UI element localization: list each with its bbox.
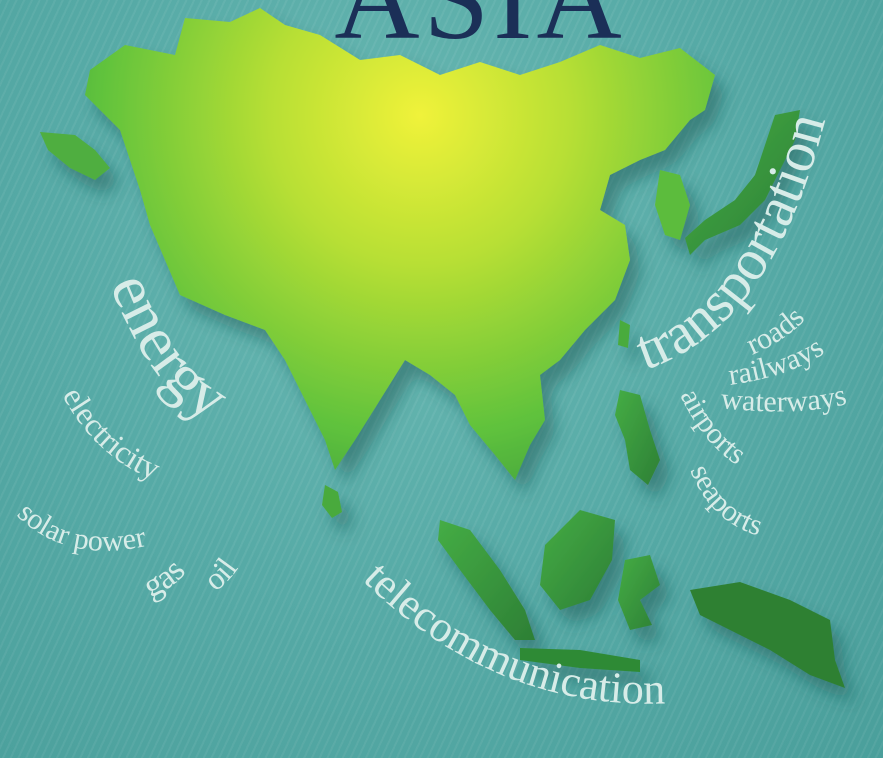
japan (685, 110, 800, 255)
energy-item-solar-power: solar power (11, 496, 148, 558)
western-landmass (40, 132, 110, 180)
borneo (540, 510, 615, 610)
philippines (615, 390, 660, 485)
sulawesi (618, 555, 660, 630)
sri-lanka (322, 485, 342, 518)
energy-item-gas: gas (137, 552, 192, 605)
energy-item-oil: oil (197, 551, 245, 598)
transportation-item-seaports: seaports (684, 460, 767, 543)
korea-peninsula (655, 170, 690, 240)
asia-mainland (85, 8, 715, 480)
energy-words: energy electricity solar power gas oil (11, 263, 244, 605)
map-title: ASIA (334, 0, 625, 64)
taiwan (618, 320, 630, 348)
energy-item-electricity: electricity (56, 381, 166, 487)
java (520, 648, 640, 672)
transportation-item-waterways: waterways (720, 379, 850, 419)
asia-map (40, 8, 845, 688)
sumatra (438, 520, 535, 640)
new-guinea (690, 582, 845, 688)
